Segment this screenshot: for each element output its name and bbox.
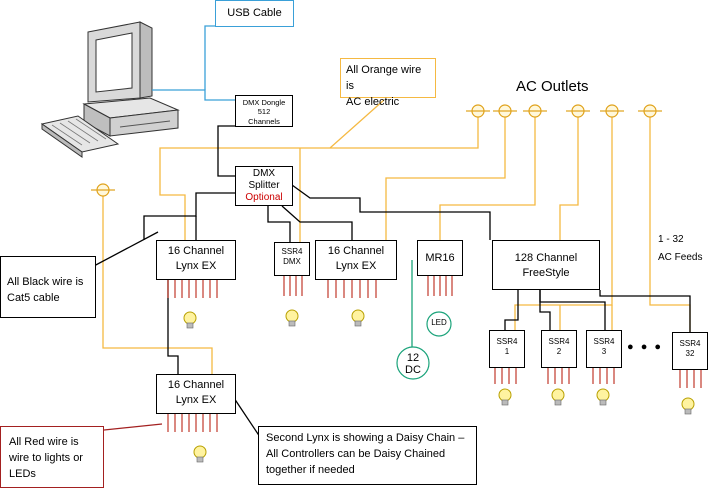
ssr3-line-2: 3	[601, 347, 607, 357]
splitter-line-2: Splitter	[248, 180, 280, 191]
dongle-line-3: Channels	[248, 116, 280, 126]
ssr4-2-box: SSR4 2	[541, 330, 577, 368]
ac-feeds-range: 1 - 32	[658, 234, 684, 245]
freestyle-line-2: FreeStyle	[522, 266, 570, 279]
lynx2-line-1: 16 Channel	[327, 245, 385, 257]
lynx-ex-3-box: 16 Channel Lynx EX	[156, 374, 236, 414]
bulb-icon	[551, 388, 565, 406]
dc-circle	[396, 346, 430, 380]
ssr4dmx-line-1: SSR4	[281, 247, 303, 256]
bulb-icon	[285, 309, 299, 327]
dmx-splitter-box: DMX Splitter Optional	[235, 166, 293, 206]
ssr1-line-2: 1	[504, 347, 510, 357]
bulb-icon	[498, 388, 512, 406]
ssr4-3-box: SSR4 3	[586, 330, 622, 368]
ssr4-32-box: SSR4 32	[672, 332, 708, 370]
lynx2-line-2: Lynx EX	[335, 259, 377, 272]
usb-label: USB Cable	[227, 7, 282, 19]
black-line-2: Cat5 cable	[7, 291, 60, 304]
red-line-1: All Red wire is	[9, 436, 79, 448]
led-label: LED	[431, 318, 447, 327]
computer-icon	[40, 21, 180, 158]
ssr1-line-1: SSR4	[496, 337, 518, 346]
lynx3-line-1: 16 Channel	[167, 379, 225, 391]
daisy-line-2: All Controllers can be Daisy Chained	[266, 447, 446, 460]
daisy-line-1: Second Lynx is showing a Daisy Chain –	[266, 432, 465, 444]
led-circle	[426, 311, 452, 337]
bulb-icon	[681, 397, 695, 415]
daisy-line-3: together if needed	[266, 463, 355, 476]
orange-line-1: All Orange wire is	[346, 64, 422, 92]
daisy-chain-callout: Second Lynx is showing a Daisy Chain – A…	[258, 426, 477, 485]
orange-callout: All Orange wire is AC electric	[340, 58, 436, 108]
ac-outlets-label: AC Outlets	[516, 78, 589, 95]
lynx-ex-1-box: 16 Channel Lynx EX	[156, 240, 236, 280]
bulb-icon	[351, 309, 365, 327]
freestyle-box: 128 Channel FreeStyle	[492, 240, 600, 290]
bulb-icon	[193, 445, 207, 463]
ac-feeds-label: 1 - 32 AC Feeds	[658, 234, 702, 263]
dc-line-1: 12	[406, 352, 420, 364]
splitter-optional: Optional	[245, 192, 283, 203]
orange-line-2: AC electric	[346, 95, 400, 108]
outlet-icon	[638, 104, 662, 118]
light-wires	[103, 276, 702, 432]
outlet-icon	[600, 104, 624, 118]
bulb-icon	[183, 311, 197, 329]
lynx-ex-2-box: 16 Channel Lynx EX	[315, 240, 397, 280]
bulb-icon	[596, 388, 610, 406]
cat5-wires	[74, 25, 691, 441]
ssr2-line-1: SSR4	[548, 337, 570, 346]
dongle-line-1: DMX Dongle	[242, 98, 286, 107]
ssr4dmx-line-2: DMX	[283, 257, 301, 267]
outlet-icon	[493, 104, 517, 118]
dc-label: 12 DC	[397, 352, 429, 376]
ssr-ellipsis: ● ● ●	[627, 341, 664, 353]
lynx1-line-1: 16 Channel	[167, 245, 225, 257]
freestyle-line-1: 128 Channel	[514, 252, 578, 264]
dmx-dongle-box: DMX Dongle 512 Channels	[235, 95, 293, 127]
red-line-2: wire to lights or	[9, 451, 83, 464]
ac-wires	[102, 99, 691, 374]
ssr32-line-2: 32	[685, 349, 695, 359]
mr16-label: MR16	[425, 252, 455, 264]
splitter-line-1: DMX	[252, 168, 276, 179]
ssr4-1-box: SSR4 1	[489, 330, 525, 368]
outlet-icon	[91, 183, 115, 197]
lynx3-line-2: Lynx EX	[175, 393, 217, 406]
mr16-box: MR16	[417, 240, 463, 276]
ssr32-line-1: SSR4	[679, 339, 701, 348]
black-callout: All Black wire is Cat5 cable	[0, 256, 96, 318]
ssr2-line-2: 2	[556, 347, 562, 357]
outlet-icon	[466, 104, 490, 118]
usb-callout: USB Cable	[215, 0, 294, 27]
ac-outlet-icons	[91, 104, 662, 197]
outlet-icon	[523, 104, 547, 118]
red-callout: All Red wire is wire to lights or LEDs	[0, 426, 104, 488]
black-line-1: All Black wire is	[7, 276, 84, 288]
ac-feeds-text: AC Feeds	[658, 251, 703, 263]
ssr4-dmx-box: SSR4 DMX	[274, 242, 310, 276]
dc-line-2: DC	[405, 364, 421, 377]
lynx1-line-2: Lynx EX	[175, 259, 217, 272]
ssr3-line-1: SSR4	[593, 337, 615, 346]
red-line-3: LEDs	[9, 467, 36, 480]
bulb-icons	[183, 309, 695, 463]
dongle-line-2: 512	[257, 107, 271, 117]
outlet-icon	[566, 104, 590, 118]
